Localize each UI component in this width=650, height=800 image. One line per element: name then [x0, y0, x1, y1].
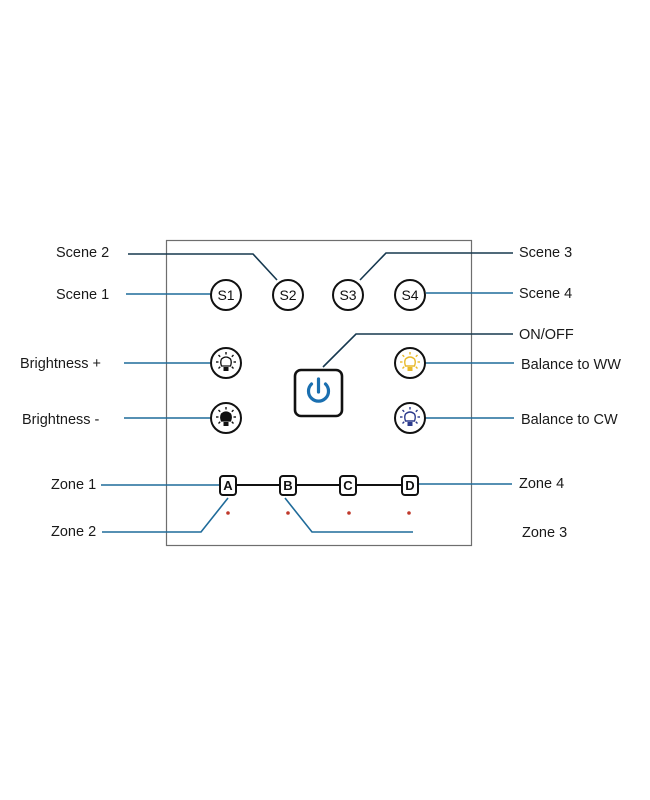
- zone-button-c[interactable]: C: [339, 475, 357, 496]
- scene-button-1[interactable]: S1: [210, 279, 242, 311]
- callout-zone-4: Zone 4: [519, 476, 564, 492]
- zone-button-label: A: [223, 478, 233, 493]
- callout-zone-1: Zone 1: [51, 477, 96, 493]
- zone-button-d[interactable]: D: [401, 475, 419, 496]
- zone-button-a[interactable]: A: [219, 475, 237, 496]
- callout-brightness-plus: Brightness +: [20, 356, 101, 372]
- power-icon: [306, 377, 331, 403]
- scene-button-label: S4: [401, 287, 418, 303]
- zone-button-label: C: [343, 478, 353, 493]
- zone-button-b[interactable]: B: [279, 475, 297, 496]
- bulb-outline-icon: [215, 351, 237, 371]
- scene-button-3[interactable]: S3: [332, 279, 364, 311]
- callout-scene-4: Scene 4: [519, 286, 572, 302]
- bulb-warm-icon: [399, 351, 421, 371]
- balance-ww-button[interactable]: [394, 347, 426, 379]
- callout-scene-1: Scene 1: [56, 287, 109, 303]
- callout-scene-3: Scene 3: [519, 245, 572, 261]
- callout-brightness-minus: Brightness -: [22, 412, 100, 428]
- panel-frame: [165, 239, 473, 547]
- callout-balance-cw: Balance to CW: [521, 412, 618, 428]
- zone-indicator-dot-b: [286, 511, 290, 515]
- callout-zone-3: Zone 3: [522, 525, 567, 541]
- leader-scene-3: [359, 252, 513, 281]
- brightness-up-button[interactable]: [210, 347, 242, 379]
- zone-indicator-dot-a: [226, 511, 230, 515]
- brightness-down-button[interactable]: [210, 402, 242, 434]
- scene-button-label: S2: [279, 287, 296, 303]
- zone-indicator-dot-d: [407, 511, 411, 515]
- power-button[interactable]: [293, 368, 344, 418]
- scene-button-4[interactable]: S4: [394, 279, 426, 311]
- callout-zone-2: Zone 2: [51, 524, 96, 540]
- zone-indicator-dot-c: [347, 511, 351, 515]
- scene-button-label: S1: [217, 287, 234, 303]
- scene-button-label: S3: [339, 287, 356, 303]
- zone-button-label: B: [283, 478, 292, 493]
- callout-balance-ww: Balance to WW: [521, 357, 621, 373]
- leader-zone-2: [102, 497, 229, 533]
- callout-on-off: ON/OFF: [519, 327, 574, 343]
- callout-scene-2: Scene 2: [56, 245, 109, 261]
- leader-zone-3: [284, 497, 413, 533]
- leader-lines: [101, 252, 514, 533]
- leader-on-off: [322, 333, 513, 368]
- leader-scene-2: [128, 253, 278, 281]
- bulb-cool-icon: [399, 406, 421, 426]
- balance-cw-button[interactable]: [394, 402, 426, 434]
- scene-button-2[interactable]: S2: [272, 279, 304, 311]
- zone-button-label: D: [405, 478, 414, 493]
- bulb-filled-icon: [215, 406, 237, 426]
